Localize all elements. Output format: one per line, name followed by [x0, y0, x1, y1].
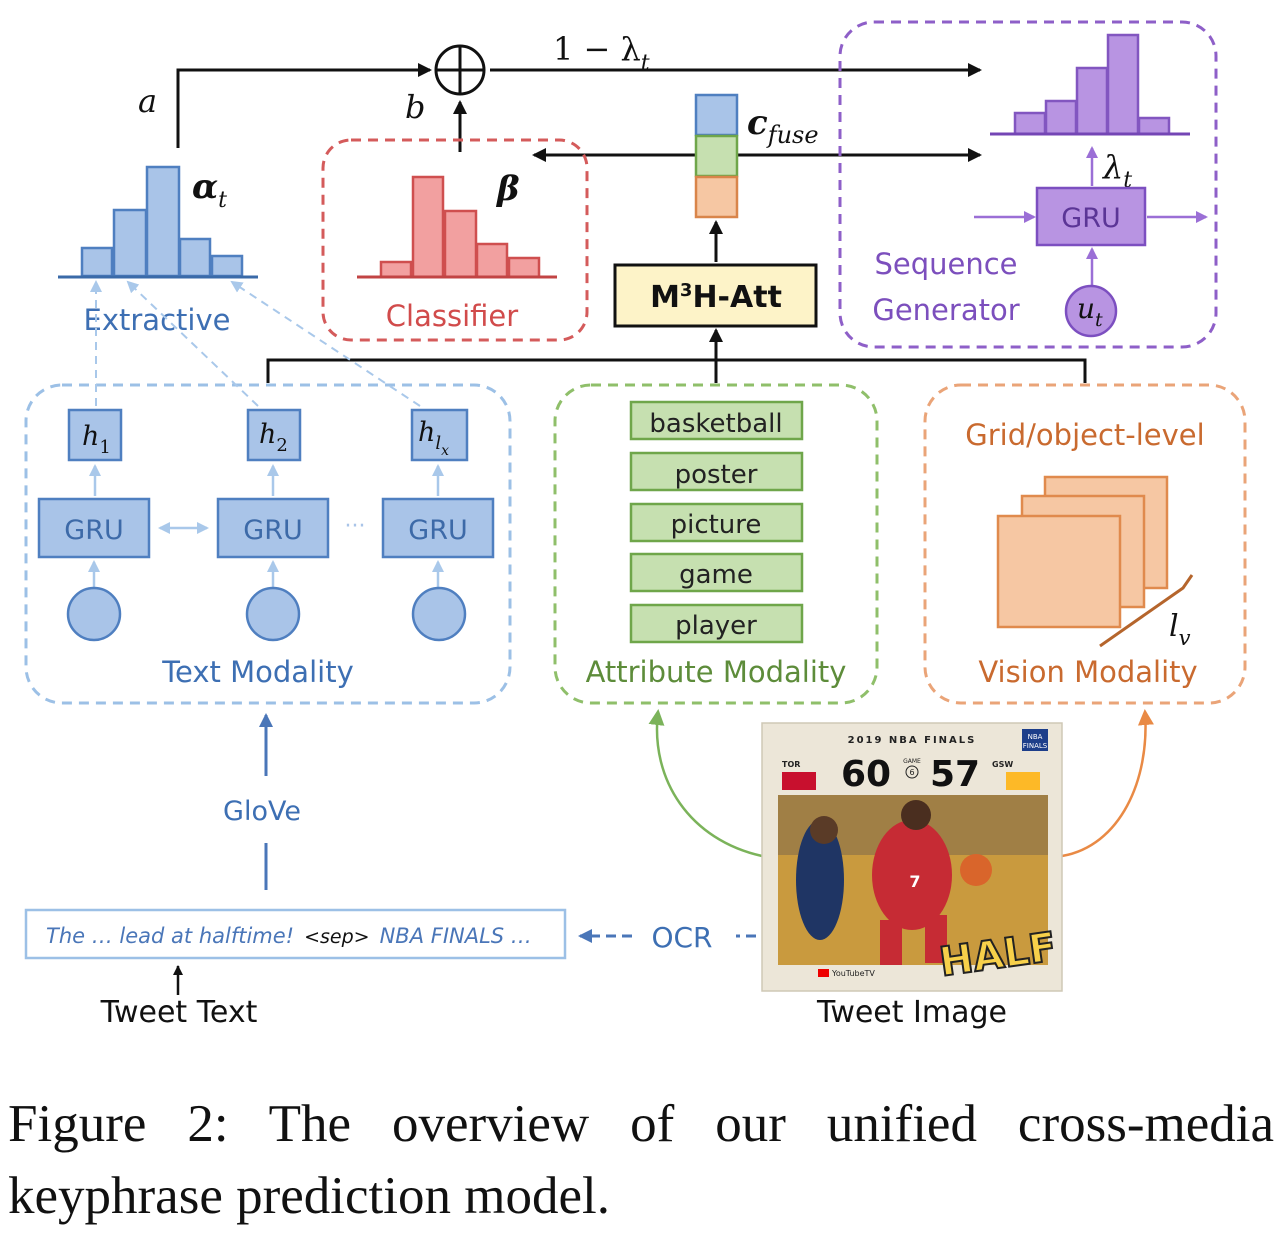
label-lambda-t: λt	[1101, 148, 1132, 193]
ocr-label: OCR	[651, 921, 712, 954]
attribute-tag	[629, 400, 804, 441]
label-alpha-t: αt	[192, 167, 227, 213]
ellipsis: ···	[345, 514, 366, 539]
c-fuse-vector	[694, 93, 739, 219]
text-gru-2-label: GRU	[243, 515, 302, 546]
label-u-t: ut	[1077, 292, 1103, 331]
attention-dashed-lines	[90, 280, 421, 407]
classifier-label: Classifier	[386, 299, 518, 333]
poster-team-left: TOR	[782, 760, 800, 769]
word-embedding-node-2	[245, 586, 301, 642]
sequence-generator-box	[838, 20, 1218, 349]
label-a: a	[138, 82, 157, 120]
poster-game-label: GAME	[903, 758, 921, 765]
extractive-label: Extractive	[84, 303, 231, 337]
word-embedding-node-3	[411, 586, 467, 642]
label-l-v: lv	[1169, 609, 1191, 650]
poster-sponsor: YouTubeTV	[831, 969, 875, 978]
vision-modality-subtitle: Grid/object-level	[965, 418, 1204, 452]
label-c-fuse: cfuse	[747, 103, 819, 149]
poster-header: 2019 NBA FINALS	[848, 735, 977, 746]
vision-modality-label: Vision Modality	[978, 655, 1197, 689]
word-embedding-node-1	[66, 586, 122, 642]
svg-text:hlx: hlx	[418, 417, 449, 459]
hidden-state-h1: h1	[67, 408, 123, 462]
tweet-image: 2019 NBA FINALS NBA FINALS TOR GSW 60 GA…	[761, 722, 1063, 992]
svg-text:h2: h2	[259, 419, 288, 456]
poster-score-right: 57	[930, 754, 980, 795]
attribute-tag-text: poster	[675, 460, 758, 490]
generator-gru-label: GRU	[1061, 203, 1120, 234]
sequence-generator-label-2: Generator	[872, 293, 1019, 327]
generator-gru-box	[1035, 186, 1147, 247]
lv-bracket	[1099, 574, 1194, 648]
feature-map-stack	[996, 475, 1169, 629]
image-to-vision-arrow	[1061, 709, 1154, 858]
attribute-tag	[629, 552, 804, 593]
poster-logo-line1: NBA	[1028, 733, 1043, 741]
attribute-modality-label: Attribute Modality	[586, 655, 847, 689]
attribute-list: basketball poster picture game player	[629, 400, 804, 644]
fusion-lines	[176, 63, 982, 162]
poster-game-number: 6	[909, 768, 914, 777]
poster-team-right: GSW	[992, 760, 1013, 769]
text-gru-1	[37, 497, 151, 559]
hidden-state-hlx: hlx	[410, 408, 469, 462]
attribute-tag	[629, 603, 804, 644]
glove-label: GloVe	[223, 796, 301, 827]
attribute-modality-box	[553, 383, 879, 705]
text-gru-3-label: GRU	[408, 515, 467, 546]
attribute-tag-text: basketball	[649, 409, 782, 439]
tweet-text-box	[24, 908, 567, 960]
label-one-minus-lambda: 1 − λt	[553, 30, 650, 76]
poster-jersey: 7	[909, 872, 920, 891]
text-modality-box	[24, 383, 512, 705]
hidden-state-h2: h2	[246, 408, 302, 462]
classifier-box	[321, 138, 589, 342]
attribute-tag	[629, 502, 804, 543]
u-t-node	[1064, 284, 1118, 338]
attribute-tag-text: player	[675, 611, 757, 641]
text-gru-1-label: GRU	[64, 515, 123, 546]
modality-merge-lines	[266, 328, 1087, 383]
svg-text:h1: h1	[82, 421, 111, 458]
sequence-generator-label-1: Sequence	[874, 247, 1017, 281]
label-beta: β	[495, 169, 520, 209]
input-to-gru-arrows	[88, 560, 444, 588]
image-to-attribute-arrow	[648, 709, 763, 858]
text-gru-2	[216, 497, 330, 559]
tweet-image-label: Tweet Image	[816, 995, 1007, 1030]
generator-histogram	[1013, 33, 1171, 136]
gru-to-hidden-arrows	[89, 464, 444, 496]
tweet-text-content: The … lead at halftime!<sep>NBA FINALS …	[46, 924, 532, 948]
attribute-tag	[629, 451, 804, 492]
attribute-tag-text: game	[679, 560, 753, 590]
classifier-histogram	[379, 175, 541, 279]
text-gru-3	[381, 497, 495, 559]
m3h-att-box	[613, 263, 818, 328]
text-modality-label: Text Modality	[161, 655, 353, 689]
poster-logo-line2: FINALS	[1023, 742, 1048, 750]
poster-score-left: 60	[841, 754, 891, 795]
figure-caption: Figure 2: The overview of our unified cr…	[8, 1095, 1274, 1225]
vision-modality-box	[923, 383, 1247, 705]
oplus-icon	[434, 44, 486, 96]
m3h-att-label: M3H-Att	[650, 280, 782, 315]
tweet-text-label: Tweet Text	[100, 995, 258, 1030]
label-b: b	[405, 88, 425, 126]
attribute-tag-text: picture	[671, 510, 762, 540]
